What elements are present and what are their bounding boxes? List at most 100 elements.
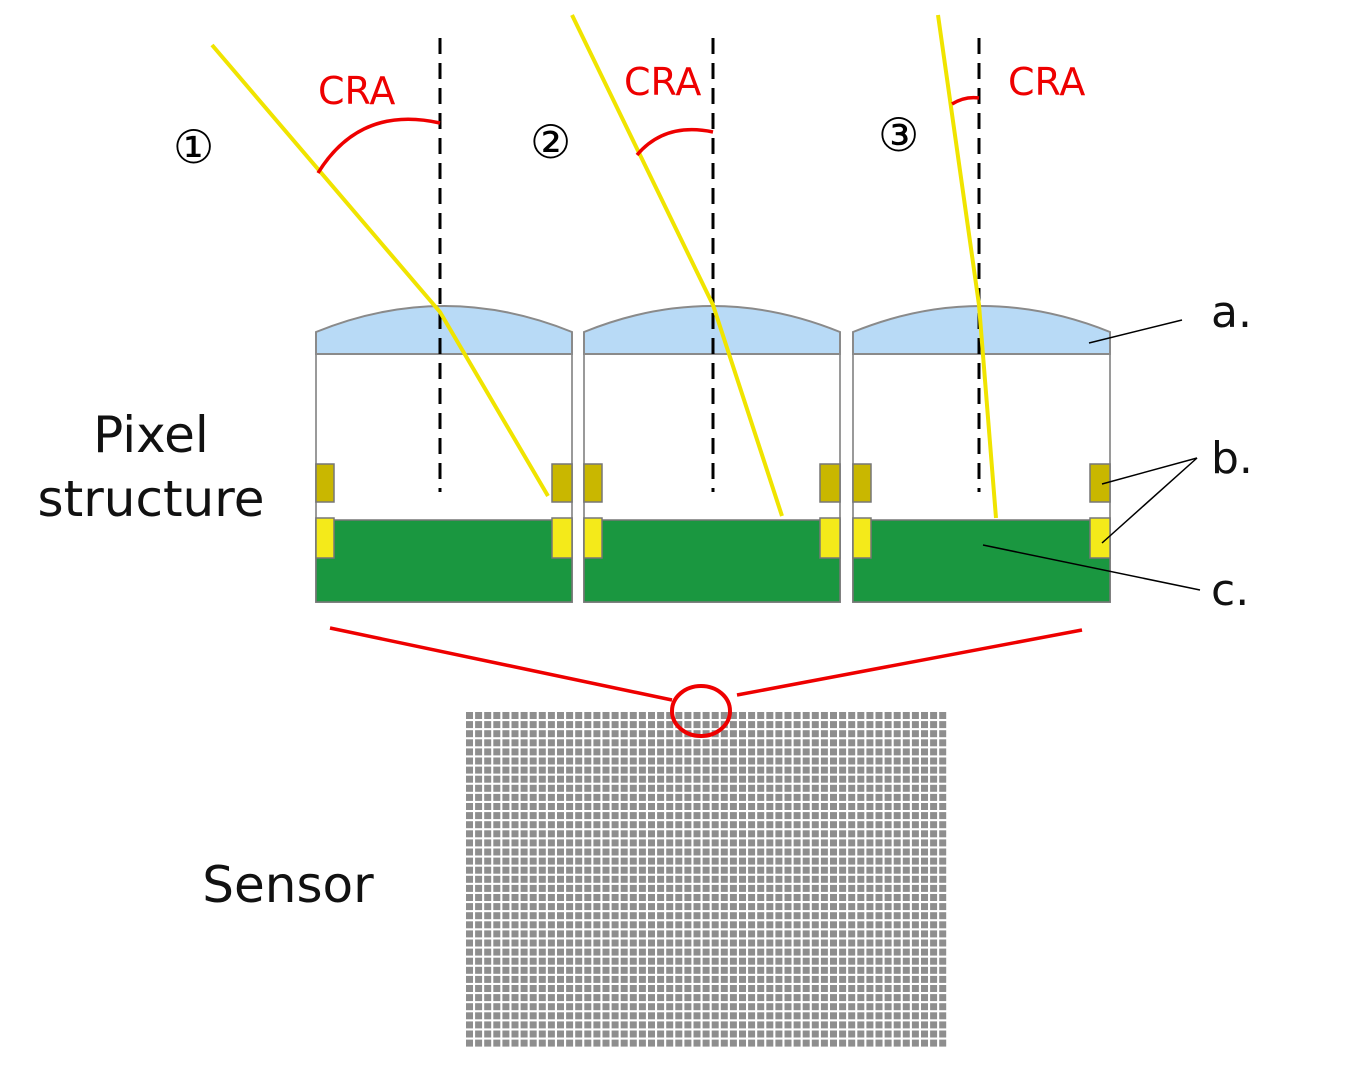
sensor-cell xyxy=(720,1030,728,1038)
sensor-cell xyxy=(784,994,792,1002)
sensor-cell xyxy=(902,948,910,956)
sensor-cell xyxy=(629,903,637,911)
sensor-cell xyxy=(620,957,628,965)
sensor-cell xyxy=(466,994,473,1002)
sensor-cell xyxy=(702,803,710,810)
sensor-cell xyxy=(748,1039,756,1047)
sensor-cell xyxy=(511,857,519,865)
sensor-cell xyxy=(748,975,756,983)
sensor-cell xyxy=(739,966,746,974)
sensor-cell xyxy=(547,803,555,810)
sensor-cell xyxy=(475,1003,483,1011)
sensor-cell xyxy=(757,766,765,774)
sensor-cell xyxy=(729,894,737,901)
sensor-cell xyxy=(657,748,665,756)
sensor-cell xyxy=(538,966,546,974)
sensor-cell xyxy=(466,1003,473,1011)
sensor-cell xyxy=(939,985,947,992)
sensor-cell xyxy=(729,821,737,829)
sensor-cell xyxy=(720,784,728,792)
sensor-cell xyxy=(848,830,856,838)
sensor-cell xyxy=(866,1003,874,1011)
sensor-cell xyxy=(784,903,792,911)
sensor-cell xyxy=(466,985,473,992)
sensor-cell xyxy=(848,1039,856,1047)
sensor-cell xyxy=(638,903,646,911)
sensor-cell xyxy=(566,1021,574,1029)
sensor-cell xyxy=(475,966,483,974)
sensor-cell xyxy=(566,775,574,783)
sensor-cell xyxy=(739,1030,746,1038)
sensor-cell xyxy=(657,793,665,801)
sensor-cell xyxy=(766,975,774,983)
sensor-cell xyxy=(793,1003,801,1011)
sensor-cell xyxy=(466,912,473,920)
sensor-cell xyxy=(547,985,555,992)
sensor-cell xyxy=(921,784,928,792)
sensor-cell xyxy=(775,848,783,856)
sensor-cell xyxy=(529,985,537,992)
sensor-cell xyxy=(757,748,765,756)
sensor-cell xyxy=(857,857,865,865)
sensor-cell xyxy=(648,930,655,938)
sensor-cell xyxy=(884,1030,892,1038)
sensor-cell xyxy=(848,1030,856,1038)
sensor-cell xyxy=(811,712,819,719)
sensor-cell xyxy=(775,821,783,829)
sensor-cell xyxy=(930,775,938,783)
sensor-cell xyxy=(502,884,510,892)
sensor-cell xyxy=(857,975,865,983)
sensor-cell xyxy=(711,821,719,829)
sensor-cell xyxy=(729,730,737,738)
sensor-cell xyxy=(648,975,655,983)
sensor-cell xyxy=(675,921,683,929)
sensor-cell xyxy=(720,775,728,783)
sensor-cell xyxy=(748,812,756,820)
sensor-cell xyxy=(739,1021,746,1029)
sensor-cell xyxy=(675,793,683,801)
sensor-cell xyxy=(711,830,719,838)
sensor-cell xyxy=(911,875,919,883)
sensor-cell xyxy=(711,939,719,947)
sensor-cell xyxy=(602,757,610,765)
sensor-cell xyxy=(802,839,810,847)
sensor-cell xyxy=(766,848,774,856)
sensor-cell xyxy=(493,721,501,729)
sensor-cell xyxy=(611,894,619,901)
sensor-cell xyxy=(493,930,501,938)
sensor-cell xyxy=(884,739,892,747)
sensor-cell xyxy=(766,712,774,719)
sensor-cell xyxy=(593,730,601,738)
sensor-cell xyxy=(620,784,628,792)
sensor-cell xyxy=(711,712,719,719)
sensor-cell xyxy=(657,985,665,992)
sensor-cell xyxy=(629,1003,637,1011)
sensor-cell xyxy=(720,1039,728,1047)
sensor-cell xyxy=(757,966,765,974)
sensor-cell xyxy=(547,894,555,901)
sensor-cell xyxy=(739,930,746,938)
sensor-cell xyxy=(602,748,610,756)
sensor-cell xyxy=(529,966,537,974)
sensor-cell xyxy=(475,903,483,911)
sensor-cell xyxy=(675,848,683,856)
sensor-cell xyxy=(793,894,801,901)
sensor-cell xyxy=(739,821,746,829)
sensor-cell xyxy=(921,985,928,992)
sensor-cell xyxy=(520,985,528,992)
sensor-cell xyxy=(602,793,610,801)
sensor-cell xyxy=(566,839,574,847)
sensor-cell xyxy=(520,712,528,719)
sensor-cell xyxy=(848,939,856,947)
sensor-cell xyxy=(629,866,637,874)
zoom-line-right xyxy=(736,628,1083,697)
sensor-cell xyxy=(902,766,910,774)
sensor-cell xyxy=(547,739,555,747)
sensor-cell xyxy=(893,812,901,820)
sensor-cell xyxy=(820,830,828,838)
sensor-cell xyxy=(839,1030,847,1038)
sensor-cell xyxy=(538,775,546,783)
sensor-cell xyxy=(693,830,701,838)
sensor-cell xyxy=(739,1012,746,1020)
sensor-cell xyxy=(666,1012,674,1020)
